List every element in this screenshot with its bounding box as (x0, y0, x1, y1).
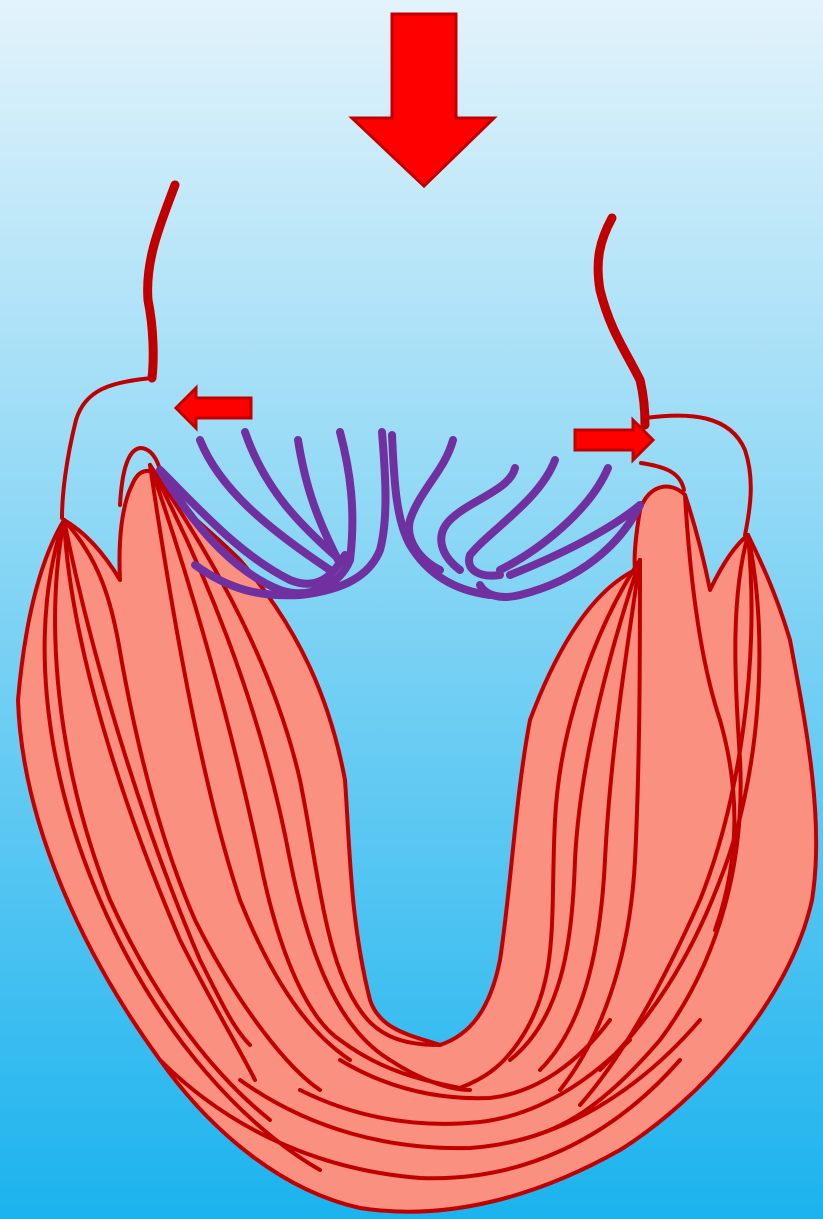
heart-diagram (0, 0, 823, 1219)
diagram-stage (0, 0, 823, 1219)
